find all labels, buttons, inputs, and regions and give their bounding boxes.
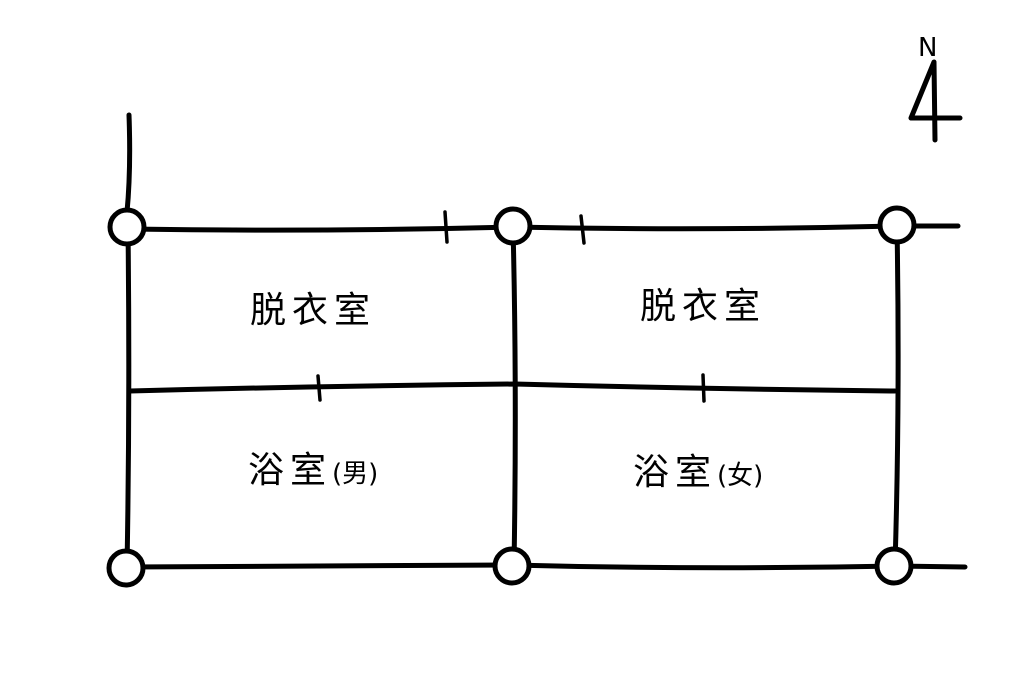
room-labels: 脱衣室 脱衣室 浴室(男) 浴室(女) [248, 286, 766, 493]
wall-top [125, 223, 961, 233]
room-label-bath-men: 浴室(男) [248, 450, 378, 491]
north-arrow-icon [908, 59, 963, 143]
wall-left [124, 225, 132, 570]
column-bottom-left [106, 548, 146, 588]
column-top-center [493, 206, 533, 246]
room-suffix-bath-men: (男) [332, 459, 378, 489]
room-suffix-bath-women: (女) [717, 461, 763, 491]
walls [124, 112, 968, 571]
wall-north-extension [124, 112, 133, 215]
north-arrow: N [908, 33, 963, 143]
door-mark-middle-east [701, 373, 706, 403]
door-mark-middle-west [316, 374, 322, 402]
wall-center [510, 224, 518, 569]
north-arrow-label: N [918, 33, 937, 63]
door-mark-top-west [443, 210, 449, 244]
room-name-bath-men: 浴室 [248, 450, 332, 491]
room-label-bath-women: 浴室(女) [633, 452, 763, 493]
column-bottom-right [874, 546, 914, 586]
room-label-dressing-west: 脱衣室 [250, 290, 376, 331]
column-top-right [877, 205, 917, 245]
columns [106, 205, 917, 588]
wall-right [892, 223, 901, 568]
column-top-left [107, 207, 147, 247]
room-name-bath-women: 浴室 [633, 452, 717, 493]
room-label-dressing-east: 脱衣室 [640, 286, 766, 327]
wall-middle [127, 381, 898, 394]
door-mark-top-east [579, 214, 586, 245]
column-bottom-center [492, 546, 532, 586]
door-marks [316, 210, 706, 403]
wall-bottom [124, 562, 968, 571]
